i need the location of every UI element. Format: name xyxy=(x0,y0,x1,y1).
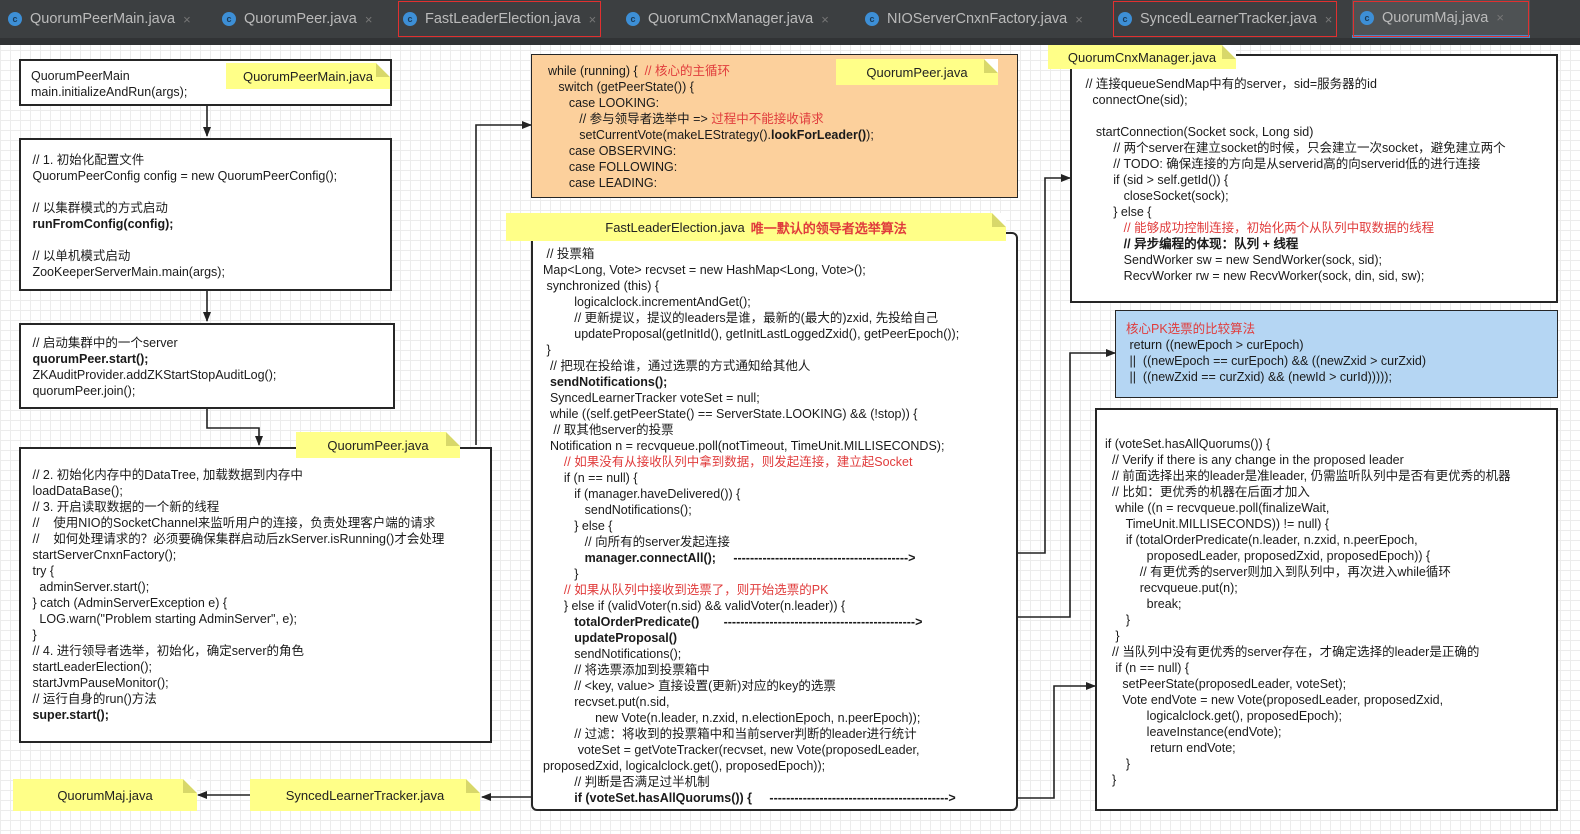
close-icon[interactable]: × xyxy=(1324,11,1333,27)
java-class-icon: c xyxy=(403,12,417,26)
tab-label: QuorumCnxManager.java xyxy=(648,11,814,27)
arrow-connectall-to-cnx xyxy=(1018,174,1071,554)
java-class-icon: c xyxy=(8,12,22,26)
java-class-icon: c xyxy=(626,12,640,26)
box-quorumcnxmanager: // 连接queueSendMap中有的server，sid=服务器的id co… xyxy=(1070,54,1558,303)
tab-underbar xyxy=(0,38,1580,45)
tab-label: QuorumPeer.java xyxy=(244,11,357,27)
note-fastleaderelection: FastLeaderElection.java 唯一默认的领导者选举算法 xyxy=(506,213,1006,241)
java-class-icon: c xyxy=(865,12,879,26)
note-quorumcnxmanager: QuorumCnxManager.java xyxy=(1048,45,1236,69)
tab-quorumpeermain[interactable]: c QuorumPeerMain.java × xyxy=(8,0,191,38)
note-quorumpeer-left: QuorumPeer.java xyxy=(296,432,460,458)
box-init-config: // 1. 初始化配置文件 QuorumPeerConfig config = … xyxy=(19,138,392,291)
java-class-icon: c xyxy=(1360,10,1374,25)
code-block: // 连接queueSendMap中有的server，sid=服务器的id co… xyxy=(1082,77,1506,283)
tab-nioservercnxnfactory[interactable]: c NIOServerCnxnFactory.java × xyxy=(865,0,1083,38)
close-icon[interactable]: × xyxy=(364,11,373,27)
box-quorumpeer-start: // 2. 初始化内存中的DataTree, 加载数据到内存中 loadData… xyxy=(19,447,492,743)
note-syncedlearnertracker: SyncedLearnerTracker.java xyxy=(250,779,480,811)
code-block: while (running) { // 核心的主循环 switch (getP… xyxy=(548,64,874,190)
arrow-peer-to-loop xyxy=(475,121,532,445)
note-default-algorithm: 唯一默认的领导者选举算法 xyxy=(750,220,907,236)
note-quorummaj: QuorumMaj.java xyxy=(13,779,197,811)
close-icon[interactable]: × xyxy=(1075,11,1083,27)
code-block: if (voteSet.hasAllQuorums()) { // Verify… xyxy=(1105,437,1511,787)
tab-label: QuorumPeerMain.java xyxy=(30,11,176,27)
code-block: 核心PK选票的比较算法 return ((newEpoch > curEpoch… xyxy=(1126,322,1427,384)
code-block: // 1. 初始化配置文件 QuorumPeerConfig config = … xyxy=(29,153,338,279)
tab-label: NIOServerCnxnFactory.java xyxy=(887,11,1068,27)
code-block: // 启动集群中的一个server quorumPeer.start(); ZK… xyxy=(29,336,277,398)
editor-tab-bar: c QuorumPeerMain.java × c QuorumPeer.jav… xyxy=(0,0,1580,45)
code-block: // 2. 初始化内存中的DataTree, 加载数据到内存中 loadData… xyxy=(29,468,445,722)
tab-label: FastLeaderElection.java xyxy=(425,11,581,27)
arrow-quorums-to-verify xyxy=(1018,682,1096,799)
tab-quorumcnxmanager[interactable]: c QuorumCnxManager.java × xyxy=(626,0,829,38)
box-start-server: // 启动集群中的一个server quorumPeer.start(); ZK… xyxy=(19,323,395,409)
box-pk-algorithm: 核心PK选票的比较算法 return ((newEpoch > curEpoch… xyxy=(1115,310,1558,398)
tab-label: QuorumMaj.java xyxy=(1382,9,1489,26)
close-icon[interactable]: × xyxy=(588,11,597,27)
tab-quorumpeer[interactable]: c QuorumPeer.java × xyxy=(222,0,372,38)
arrow-predicate-to-pk xyxy=(1018,349,1116,618)
note-quorumpeermain: QuorumPeerMain.java xyxy=(226,63,390,89)
tab-fastleaderelection[interactable]: c FastLeaderElection.java × xyxy=(397,0,602,38)
close-icon[interactable]: × xyxy=(821,11,829,27)
java-class-icon: c xyxy=(222,12,236,26)
java-class-icon: c xyxy=(1118,12,1132,26)
tab-quorummaj[interactable]: c QuorumMaj.java × xyxy=(1352,0,1530,38)
box-verify-quorum: if (voteSet.hasAllQuorums()) { // Verify… xyxy=(1095,408,1558,811)
arrow-start-to-peer xyxy=(206,409,263,446)
tab-syncedlearnertracker[interactable]: c SyncedLearnerTracker.java × xyxy=(1112,0,1338,38)
note-file-name: FastLeaderElection.java xyxy=(605,219,745,235)
close-icon[interactable]: × xyxy=(1496,10,1504,25)
close-icon[interactable]: × xyxy=(183,11,191,27)
tab-label: SyncedLearnerTracker.java xyxy=(1140,11,1317,27)
note-quorumpeer-top: QuorumPeer.java xyxy=(836,59,998,85)
